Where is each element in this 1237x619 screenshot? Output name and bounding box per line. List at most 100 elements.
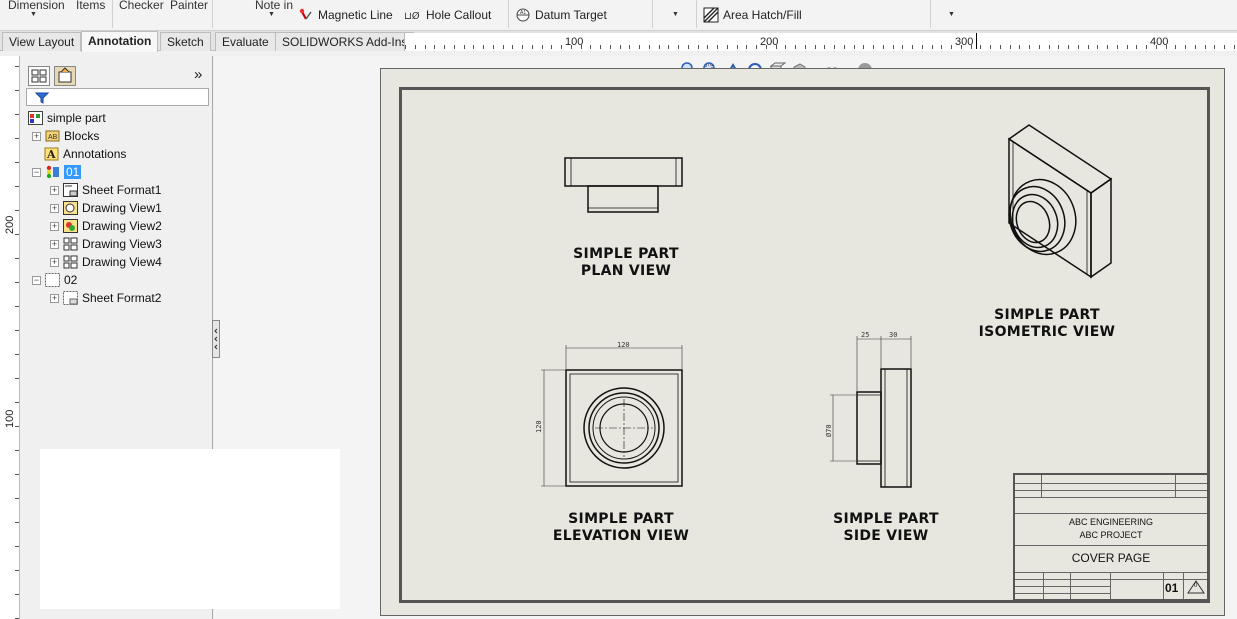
ruler-tick bbox=[970, 45, 972, 49]
ruler-tick bbox=[1126, 45, 1128, 49]
items-label[interactable]: Items bbox=[76, 0, 106, 12]
ruler-tick bbox=[15, 522, 19, 523]
tree-item-sheet-01[interactable]: − 01 bbox=[32, 163, 82, 181]
side-diameter-dimension: Ø70 bbox=[825, 424, 833, 437]
separator bbox=[652, 0, 653, 28]
tb-rule bbox=[1015, 593, 1110, 594]
dimension-dropdown[interactable]: ▼ bbox=[30, 11, 37, 18]
magnetic-line-button[interactable]: Magnetic Line bbox=[298, 6, 393, 24]
collapse-icon[interactable]: − bbox=[32, 274, 41, 285]
plan-view-title: SIMPLE PART PLAN VIEW bbox=[546, 246, 706, 280]
ruler-tick bbox=[453, 45, 455, 49]
ruler-tick bbox=[668, 45, 670, 49]
ruler-tick bbox=[756, 45, 757, 49]
ruler-tick bbox=[15, 162, 19, 163]
svg-text:A1: A1 bbox=[520, 10, 526, 16]
ruler-tick bbox=[902, 45, 904, 49]
tb-rule bbox=[1015, 545, 1207, 546]
tree-item-blocks[interactable]: + AB Blocks bbox=[32, 127, 99, 145]
ruler-tick bbox=[1087, 45, 1089, 49]
panel-splitter-handle[interactable] bbox=[212, 320, 220, 358]
ruler-tick bbox=[999, 45, 1001, 49]
feature-manager-tab[interactable] bbox=[28, 66, 50, 86]
tree-item-sheet-format2[interactable]: + Sheet Format2 bbox=[50, 289, 161, 307]
tab-solidworks-add-ins[interactable]: SOLIDWORKS Add-Ins bbox=[275, 32, 415, 51]
property-manager-tab[interactable] bbox=[54, 66, 76, 86]
expand-icon[interactable]: + bbox=[50, 256, 59, 267]
svg-text:⊔Ø: ⊔Ø bbox=[404, 10, 420, 22]
ruler-tick bbox=[619, 45, 621, 49]
blank-overlay bbox=[40, 449, 340, 609]
isometric-view-title: SIMPLE PART ISOMETRIC VIEW bbox=[967, 307, 1127, 341]
expand-icon[interactable]: + bbox=[32, 130, 41, 141]
annotation-more-dropdown[interactable]: ▼ bbox=[672, 11, 679, 18]
expand-icon[interactable]: + bbox=[50, 220, 59, 231]
tb-rule bbox=[1183, 572, 1184, 599]
note-dropdown[interactable]: ▼ bbox=[268, 11, 275, 18]
tab-annotation[interactable]: Annotation bbox=[81, 31, 159, 52]
sheet-format-icon bbox=[63, 291, 78, 305]
drawing-title: COVER PAGE bbox=[1071, 551, 1151, 565]
ruler-tick bbox=[639, 45, 640, 49]
ruler-tick bbox=[473, 45, 475, 49]
side-view-title: SIMPLE PART SIDE VIEW bbox=[806, 511, 966, 545]
tb-rule bbox=[1015, 586, 1110, 587]
elevation-width-dimension: 120 bbox=[617, 341, 630, 349]
ruler-tick bbox=[1068, 45, 1069, 49]
view-title-line2: ELEVATION VIEW bbox=[552, 528, 690, 544]
svg-text:A: A bbox=[46, 148, 56, 161]
tab-view-layout[interactable]: View Layout bbox=[2, 32, 82, 51]
note-label[interactable]: Note in bbox=[255, 0, 294, 12]
tb-rule bbox=[1015, 579, 1207, 580]
ruler-label: 100 bbox=[4, 409, 16, 428]
tree-item-label: Drawing View1 bbox=[82, 201, 162, 215]
tb-rule bbox=[1070, 572, 1071, 599]
area-hatch-button[interactable]: Area Hatch/Fill bbox=[703, 6, 802, 24]
ruler-tick bbox=[15, 90, 19, 91]
tb-rule bbox=[1015, 497, 1207, 498]
tree-item-drawing-view4[interactable]: + Drawing View4 bbox=[50, 253, 162, 271]
ruler-tick bbox=[892, 45, 894, 49]
tree-item-label: Drawing View2 bbox=[82, 219, 162, 233]
tab-sketch[interactable]: Sketch bbox=[160, 32, 211, 51]
dimension-lines bbox=[541, 336, 912, 487]
checker-label[interactable]: Checker bbox=[119, 0, 164, 12]
ruler-tick bbox=[522, 45, 523, 49]
datum-target-button[interactable]: A1 Datum Target bbox=[515, 6, 607, 24]
ruler-tick bbox=[912, 45, 913, 49]
elevation-view-geometry bbox=[565, 369, 683, 487]
tree-item-sheet-format1[interactable]: + Sheet Format1 bbox=[50, 181, 161, 199]
tab-evaluate[interactable]: Evaluate bbox=[215, 32, 276, 51]
painter-label[interactable]: Painter bbox=[170, 0, 209, 12]
expand-icon[interactable]: + bbox=[50, 202, 59, 213]
ruler-tick bbox=[658, 45, 660, 49]
tb-rule bbox=[1043, 572, 1044, 599]
tree-item-drawing-view1[interactable]: + Drawing View1 bbox=[50, 199, 162, 217]
collapse-icon[interactable]: − bbox=[32, 166, 41, 177]
expand-icon[interactable]: + bbox=[50, 184, 59, 195]
tree-item-drawing-view2[interactable]: + Drawing View2 bbox=[50, 217, 162, 235]
ribbon: Dimension ▼ Items Checker Painter Note i… bbox=[0, 0, 1237, 31]
tree-item-annotations[interactable]: A Annotations bbox=[44, 145, 126, 163]
ruler-tick bbox=[1077, 45, 1079, 49]
hole-callout-button[interactable]: ⊔Ø Hole Callout bbox=[404, 6, 491, 24]
hatch-dropdown[interactable]: ▼ bbox=[948, 11, 955, 18]
separator bbox=[930, 0, 931, 28]
project-name: ABC PROJECT bbox=[1079, 530, 1143, 540]
expand-icon[interactable]: + bbox=[50, 292, 59, 303]
tree-item-drawing-view3[interactable]: + Drawing View3 bbox=[50, 235, 162, 253]
sheet-number: 01 bbox=[1165, 581, 1179, 595]
tree-item-sheet-02[interactable]: − 02 bbox=[32, 271, 77, 289]
drawing-sheet[interactable]: 120 120 25 30 Ø70 SIMPLE PART PLAN VIEW … bbox=[380, 68, 1225, 616]
ruler-tick bbox=[785, 45, 787, 49]
dimension-label[interactable]: Dimension bbox=[8, 0, 65, 12]
tree-filter-input[interactable] bbox=[26, 88, 209, 106]
expand-icon[interactable]: + bbox=[50, 238, 59, 249]
tree-root[interactable]: simple part bbox=[28, 109, 106, 127]
tree-item-label: 02 bbox=[64, 273, 78, 287]
collapse-panel-icon[interactable]: » bbox=[194, 66, 203, 83]
separator bbox=[696, 0, 697, 28]
ruler-tick bbox=[1009, 45, 1011, 49]
ruler-tick bbox=[15, 474, 19, 475]
ruler-tick bbox=[707, 45, 709, 49]
